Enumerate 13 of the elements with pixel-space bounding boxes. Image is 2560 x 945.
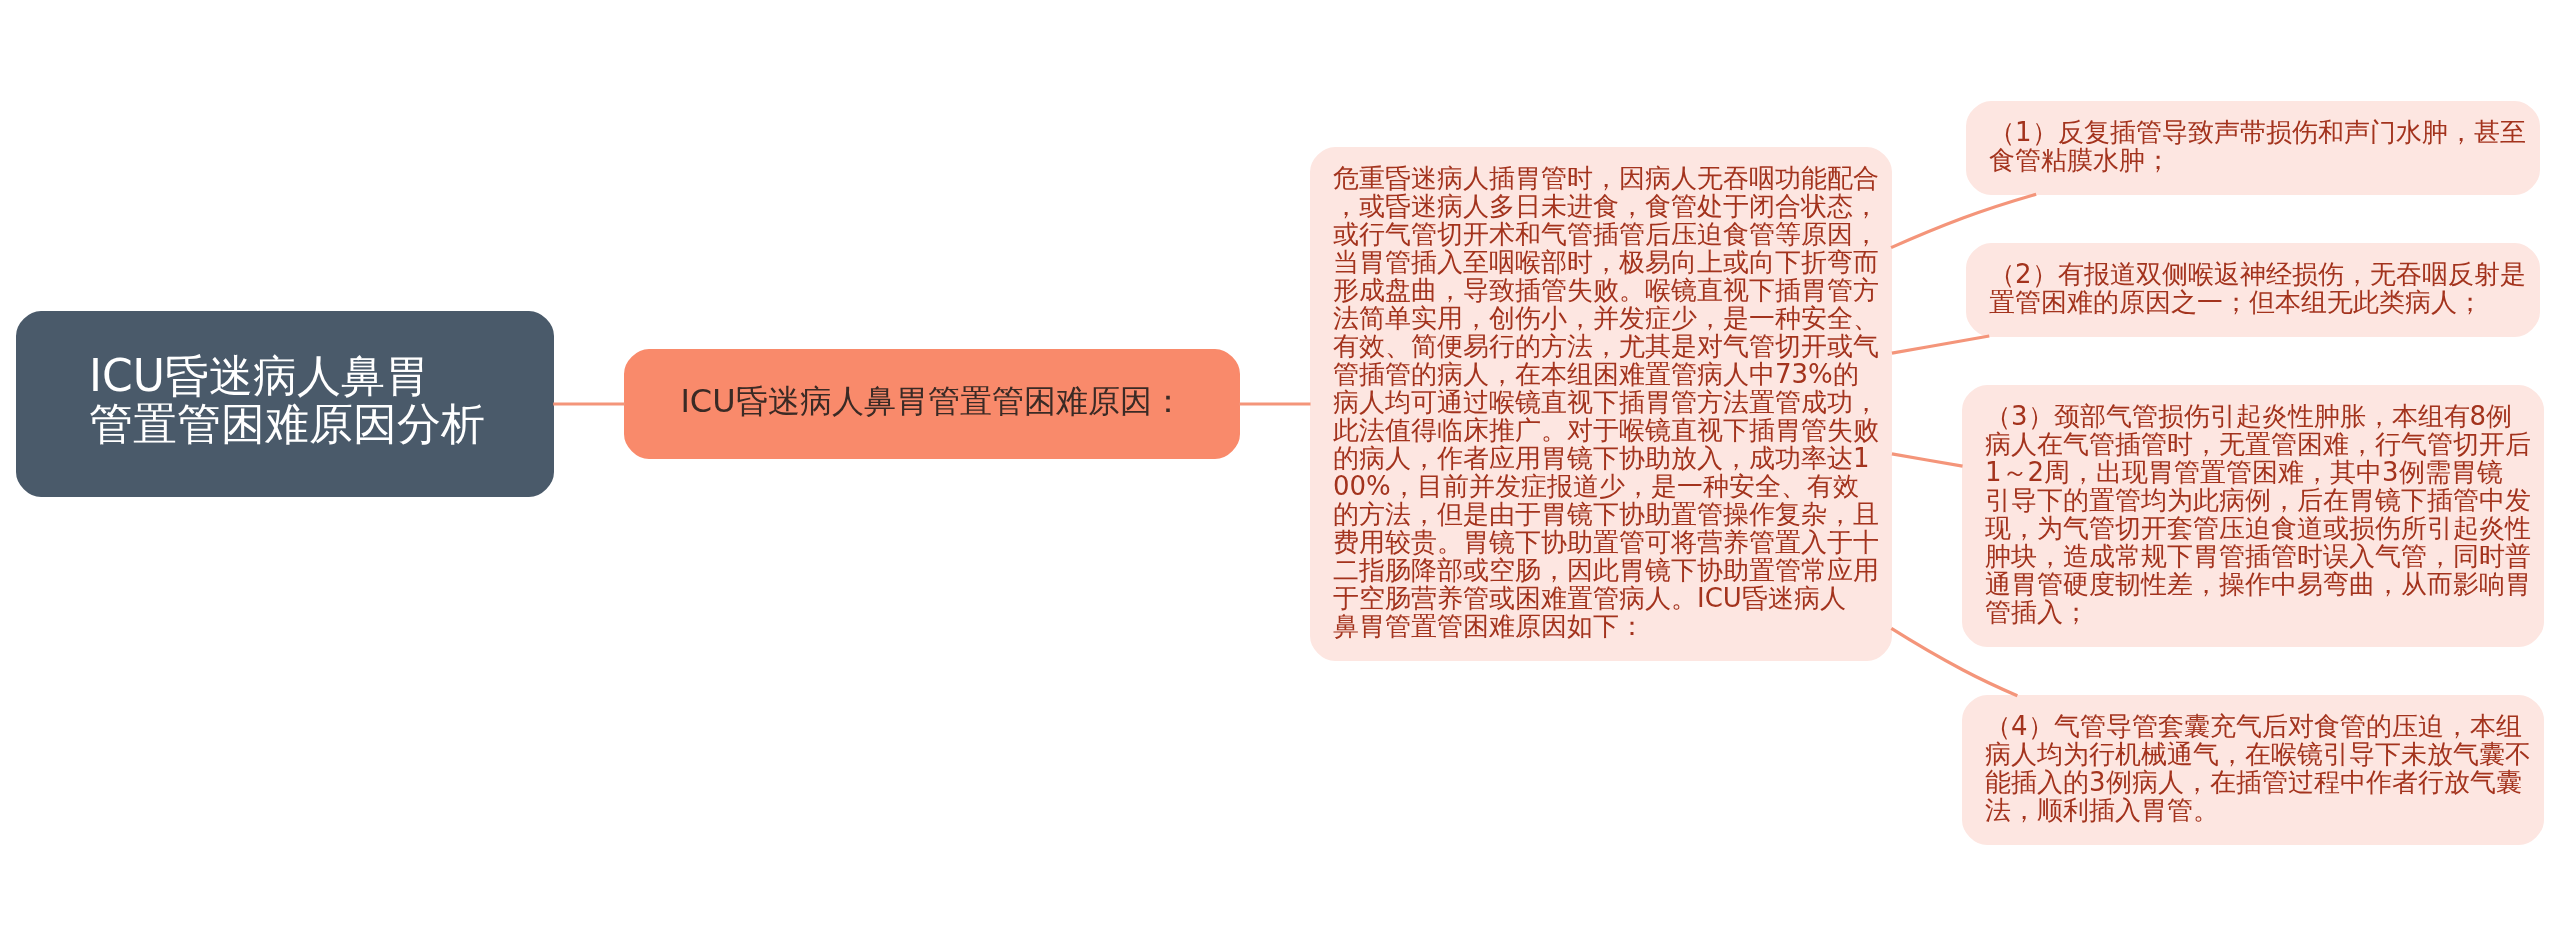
connector	[553, 401, 625, 406]
connector	[1891, 333, 1990, 355]
connector	[1891, 451, 1963, 468]
connector	[1890, 626, 2018, 697]
node-box: ICU昏迷病人鼻胃管置管困难原因：	[624, 348, 1240, 459]
node-box: （1）反复插管导致声带损伤和声门水肿，甚至食管粘膜水肿；	[1966, 100, 2540, 195]
node-box: （4）气管导管套囊充气后对食管的压迫，本组病人均为行机械通气，在喉镜引导下未放气囊不能插入的3例病人，在插管过程中作者行放气囊法，顺利插入胃管。	[1962, 694, 2544, 845]
node-box: （2）有报道双侧喉返神经损伤，无吞咽反射是置管困难的原因之一；但本组无此类病人；	[1966, 242, 2540, 337]
connector	[1890, 192, 2037, 249]
node-box: ICU昏迷病人鼻胃管置管困难原因分析	[16, 310, 554, 497]
node-box: （3）颈部气管损伤引起炎性肿胀，本组有8例病人在气管插管时，无置管困难，行气管切开后1～2周，出现胃管置管困难，其中3例需胃镜引导下的置管均为此病例，后在胃镜下插管中发现，为气管切开套管压迫食道或损伤所引起炎性肿块，造成常规下胃管插管时误入气管，同时普通胃管硬度韧性差，操作中易弯曲，从而影响胃管插入；	[1962, 384, 2544, 647]
node-box: 危重昏迷病人插胃管时，因病人无吞咽功能配合，或昏迷病人多日未进食，食管处于闭合状态，或行气管切开术和气管插管后压迫食管等原因，当胃管插入至咽喉部时，极易向上或向下折弯而形成盘曲，导致插管失败。喉镜直视下插胃管方法简单实用，创伤小，并发症少，是一种安全、有效、简便易行的方法，尤其是对气管切开或气管插管的病人，在本组困难置管病人中73%的病人均可通过喉镜直视下插胃管方法置管成功，此法值得临床推广。对于喉镜直视下插胃管失败的病人，作者应用胃镜下协助放入，成功率达100%，目前并发症报道少，是一种安全、有效的方法，但是由于胃镜下协助置管操作复杂，且费用较贵。胃镜下协助置管可将营养管置入于十二指肠降部或空肠，因此胃镜下协助置管常应用于空肠营养管或困难置管病人。ICU昏迷病人鼻胃管置管困难原因如下：	[1310, 146, 1892, 661]
connector	[1239, 401, 1311, 406]
